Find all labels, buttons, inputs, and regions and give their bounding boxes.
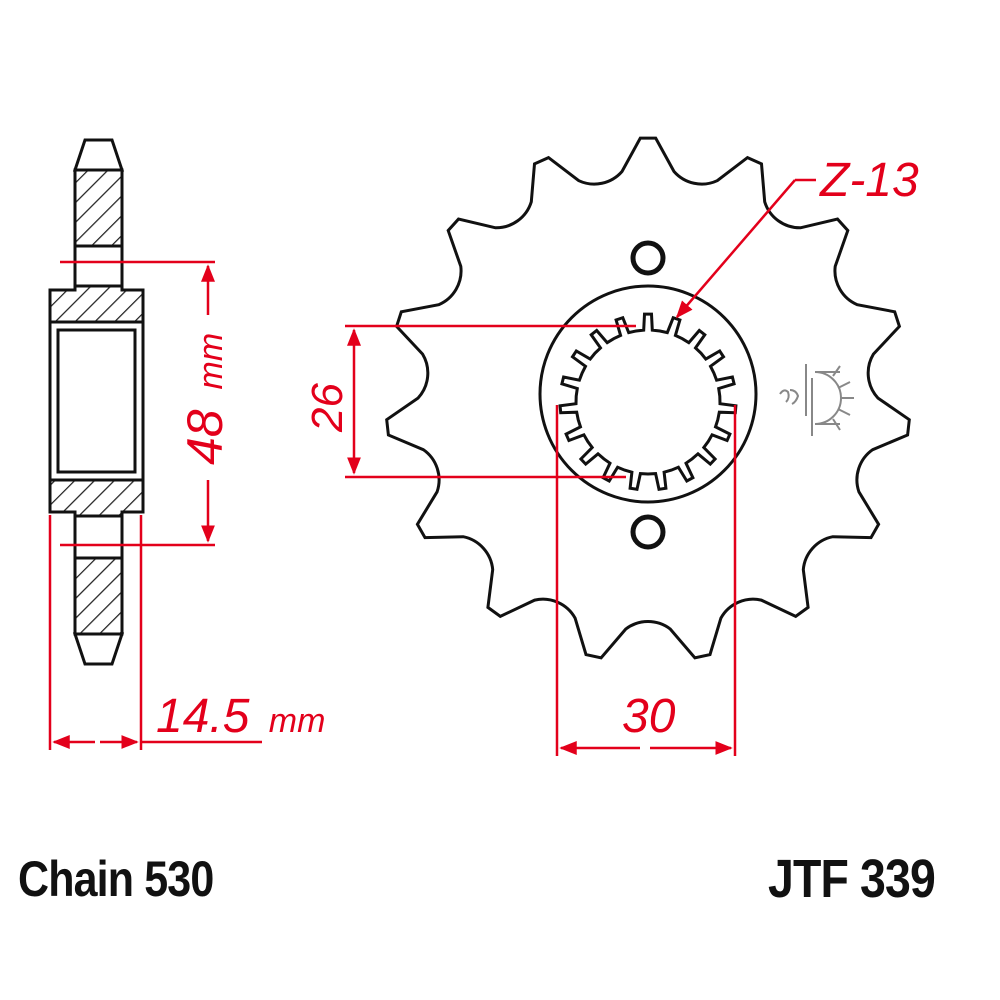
side-bottom-tooth-tip — [72, 632, 125, 666]
chain-size-label: Chain 530 — [18, 851, 214, 907]
side-dimensions — [48, 260, 262, 750]
sprocket-outline — [385, 136, 911, 660]
spline-bore — [558, 312, 738, 492]
side-hub-top — [48, 284, 145, 324]
front-view — [385, 136, 911, 660]
width-dim-label: 14.5 mm — [156, 690, 325, 743]
side-view — [48, 138, 145, 666]
front-dimensions — [345, 178, 816, 756]
mount-hole-top — [630, 240, 666, 276]
spline-inner-dim-label: 26 — [303, 383, 352, 433]
side-top-tooth — [73, 168, 124, 248]
part-number-label: JTF 339 — [768, 849, 936, 909]
hub-circle — [538, 284, 758, 504]
jt-sun-logo-icon — [779, 364, 854, 436]
spline-outer-dim-label: 30 — [622, 690, 676, 743]
side-top-tooth-tip — [72, 138, 125, 172]
side-hub-bottom — [48, 478, 145, 518]
side-bottom-tooth — [73, 556, 124, 636]
teeth-count-label: Z-13 — [819, 154, 919, 207]
height-dim-label: 48 mm — [177, 333, 233, 465]
mount-hole-bottom — [630, 514, 666, 550]
